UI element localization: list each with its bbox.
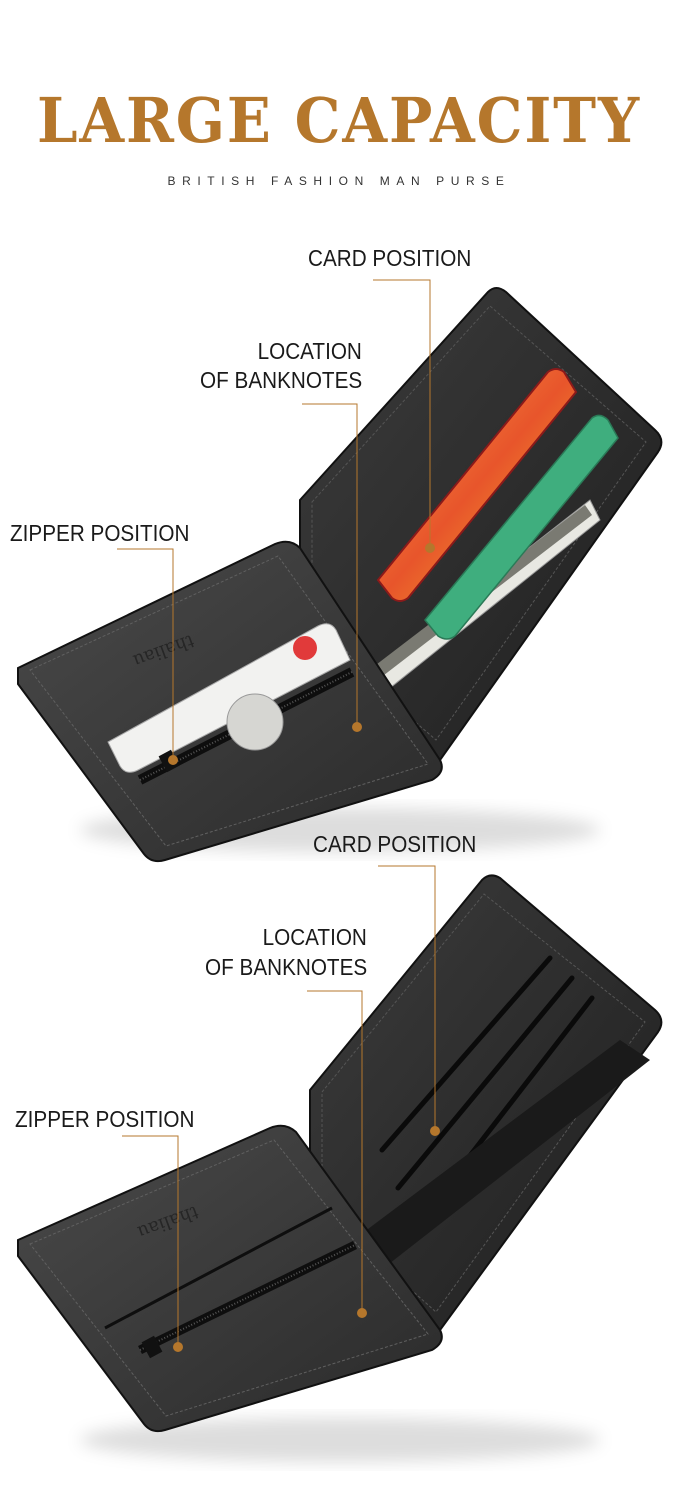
wallet-2: thaliau	[17, 874, 663, 1462]
callout-card-position-2: CARD POSITION	[313, 831, 477, 857]
callout-banknotes-2-line1: LOCATION	[262, 924, 367, 950]
callouts-wallet-1	[117, 279, 435, 765]
wallet-1: thaliau	[17, 287, 663, 863]
headline-title: LARGE CAPACITY	[37, 84, 641, 157]
headline-subtitle: BRITISH FASHION MAN PURSE	[167, 174, 511, 188]
callouts-wallet-2	[122, 865, 440, 1352]
callout-zipper-position-1: ZIPPER POSITION	[10, 520, 190, 546]
callout-card-position-1: CARD POSITION	[308, 245, 472, 271]
callout-banknotes-1-line1: LOCATION	[257, 338, 362, 364]
callout-banknotes-1-line2: OF BANKNOTES	[199, 367, 362, 393]
callout-banknotes-2-line2: OF BANKNOTES	[204, 954, 367, 980]
callout-zipper-position-2: ZIPPER POSITION	[15, 1106, 195, 1132]
